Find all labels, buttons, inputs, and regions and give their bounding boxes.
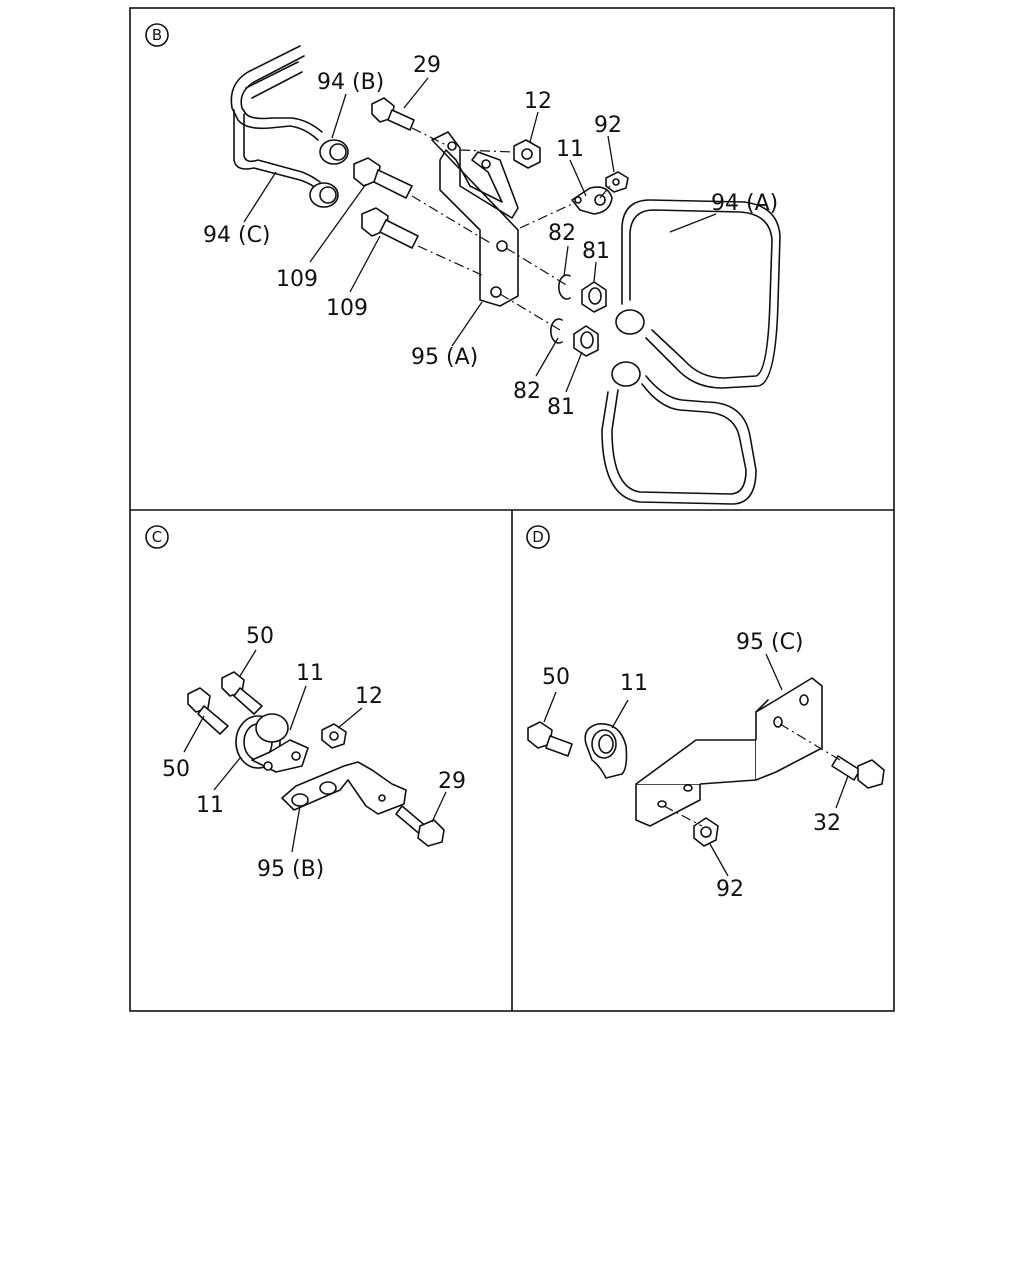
section-b: B xyxy=(145,23,781,505)
pipe-94b-94c xyxy=(230,45,349,208)
leader-lines-d xyxy=(543,653,849,877)
label-92: 92 xyxy=(594,113,622,138)
labels-c: 50 11 12 50 29 11 95 (B) xyxy=(162,624,466,882)
label-81-lower: 81 xyxy=(547,395,575,420)
label-11: 11 xyxy=(556,137,584,162)
label-94b: 94 (B) xyxy=(317,70,384,95)
leader-lines-c xyxy=(183,649,447,853)
label-29: 29 xyxy=(413,53,441,78)
nut-12-b xyxy=(513,139,541,169)
label-32: 32 xyxy=(813,811,841,836)
labels-d: 95 (C) 50 11 32 92 xyxy=(542,630,841,902)
label-109-lower: 109 xyxy=(326,296,368,321)
label-50-upper: 50 xyxy=(246,624,274,649)
bracket-95c xyxy=(635,677,823,827)
section-d: D xyxy=(526,525,885,902)
nut-81-lower xyxy=(573,325,599,357)
label-11: 11 xyxy=(620,671,648,696)
label-11-upper: 11 xyxy=(296,661,324,686)
label-95a: 95 (A) xyxy=(411,345,478,370)
bracket-95b xyxy=(281,761,407,815)
bolt-109-upper xyxy=(353,157,413,199)
nut-92-d xyxy=(693,817,719,847)
leader-lines-b xyxy=(243,77,717,393)
label-94c: 94 (C) xyxy=(203,223,271,248)
assembly-lines-b xyxy=(411,127,611,331)
label-50: 50 xyxy=(542,665,570,690)
clamp-11-b xyxy=(571,186,613,215)
label-109-upper: 109 xyxy=(276,267,318,292)
nut-81-upper xyxy=(581,281,607,313)
nut-92-b xyxy=(605,171,629,193)
section-b-marker: B xyxy=(145,23,169,47)
section-c-marker: C xyxy=(145,525,169,549)
section-c: C xyxy=(145,525,466,882)
clamp-11-c xyxy=(235,713,309,773)
bolt-50-d xyxy=(527,721,573,757)
bolt-32-d xyxy=(831,755,885,789)
washer-82-lower xyxy=(550,318,563,344)
label-94a: 94 (A) xyxy=(711,191,778,216)
section-b-marker-text: B xyxy=(152,26,162,44)
label-82-upper: 82 xyxy=(548,221,576,246)
washer-82-upper xyxy=(558,274,571,300)
bolt-29-b xyxy=(371,97,415,131)
assembly-lines-d xyxy=(663,723,841,827)
label-12: 12 xyxy=(524,89,552,114)
nut-12-c xyxy=(321,723,347,749)
label-81-upper: 81 xyxy=(582,239,610,264)
bolt-109-lower xyxy=(361,207,419,249)
bolt-50-c-lower xyxy=(187,687,229,735)
label-11-lower: 11 xyxy=(196,793,224,818)
bolt-50-c-upper xyxy=(221,671,263,715)
label-95c: 95 (C) xyxy=(736,630,804,655)
panel-frames xyxy=(129,7,895,1012)
label-29: 29 xyxy=(438,769,466,794)
pipe-94a xyxy=(601,199,781,505)
clamp-11-d xyxy=(584,723,628,779)
label-95b: 95 (B) xyxy=(257,857,324,882)
section-c-marker-text: C xyxy=(152,528,162,546)
bolt-29-c xyxy=(395,805,445,847)
bracket-95a xyxy=(431,131,519,307)
section-d-marker: D xyxy=(526,525,550,549)
label-82-lower: 82 xyxy=(513,379,541,404)
label-50-lower: 50 xyxy=(162,757,190,782)
labels-b: 94 (B) 29 12 92 11 94 (A) 94 (C) 82 81 1… xyxy=(203,53,778,420)
label-92: 92 xyxy=(716,877,744,902)
section-d-marker-text: D xyxy=(532,528,544,546)
label-12: 12 xyxy=(355,684,383,709)
